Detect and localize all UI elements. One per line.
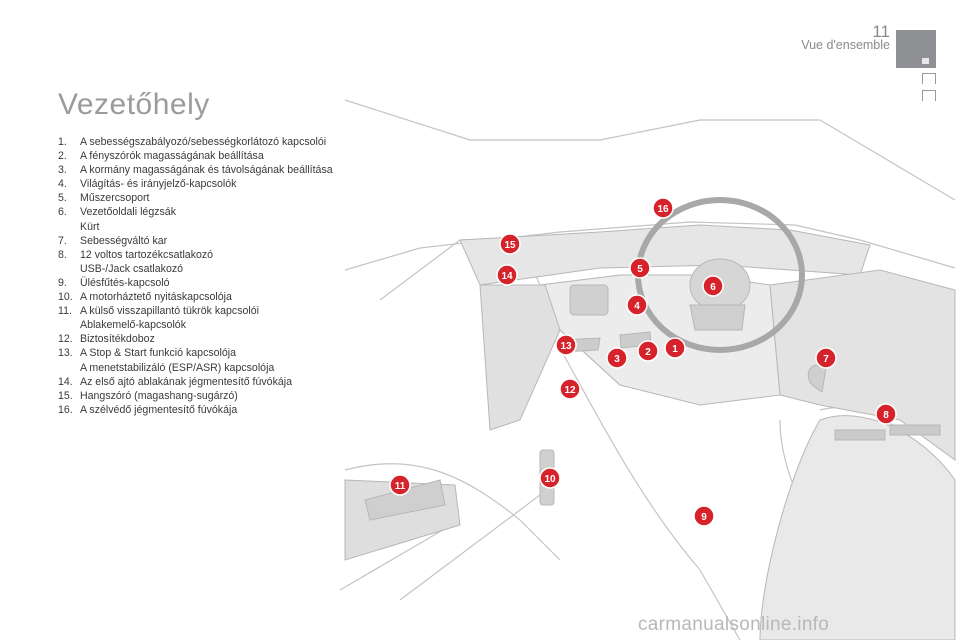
item-number: 8. [58, 248, 67, 261]
callout-number: 4 [634, 301, 640, 312]
item-number: 12. [58, 333, 73, 346]
callout-number: 13 [560, 341, 572, 352]
chapter-tab-active[interactable] [896, 30, 936, 68]
list-item: 9. Ülésfűtés-kapcsoló [58, 276, 333, 290]
list-item: 2. A fényszórók magasságának beállítása [58, 149, 333, 163]
item-number: 5. [58, 192, 67, 205]
dashboard-fills [344, 197, 956, 640]
item-text: Az első ajtó ablakának jégmentesítő fúvó… [80, 375, 293, 388]
callout-16: 16 [652, 197, 674, 219]
item-text: Sebességváltó kar [80, 234, 168, 247]
item-text: A külső visszapillantó tükrök kapcsolói [80, 305, 260, 318]
callout-number: 7 [823, 354, 829, 365]
item-number: 9. [58, 276, 67, 289]
callout-13: 13 [555, 334, 577, 356]
callout-14: 14 [496, 264, 518, 286]
callout-15: 15 [499, 233, 521, 255]
callout-number: 11 [395, 481, 406, 492]
item-number: 11. [58, 305, 72, 318]
item-number: 4. [58, 178, 67, 191]
callout-number: 8 [883, 410, 889, 421]
item-number: 10. [58, 291, 73, 304]
list-item: 14. Az első ajtó ablakának jégmentesítő f… [58, 375, 333, 389]
list-item: 4. Világítás- és irányjelző-kapcsolók [58, 177, 333, 191]
item-number: 1. [58, 136, 67, 148]
item-number: 16. [58, 403, 73, 416]
item-text: Ülésfűtés-kapcsoló [80, 276, 170, 289]
chapter-tab[interactable] [922, 90, 936, 101]
list-item: 11. A külső visszapillantó tükrök kapcsol… [58, 304, 333, 332]
item-text: A kormány magasságának és távolságának b… [80, 164, 333, 177]
callout-10: 10 [539, 467, 561, 489]
page-title: Vezetőhely [58, 88, 210, 121]
callout-number: 5 [637, 264, 643, 275]
item-text: A Stop & Start funkció kapcsolója [80, 347, 237, 360]
list-item: 7. Sebességváltó kar [58, 234, 333, 248]
chapter-tab[interactable] [922, 73, 936, 84]
callout-number: 14 [501, 271, 513, 282]
callout-number: 12 [564, 385, 576, 396]
callout-4: 4 [626, 294, 648, 316]
item-number: 13. [58, 347, 73, 360]
callout-9: 9 [693, 505, 715, 527]
callout-number: 3 [614, 354, 620, 365]
section-title: Vue d'ensemble [801, 38, 890, 52]
callout-number: 9 [701, 512, 707, 523]
item-number: 3. [58, 164, 67, 177]
item-text: A szélvédő jégmentesítő fúvókája [80, 403, 238, 416]
item-text: Vezetőoldali légzsák [80, 206, 176, 219]
item-text: Biztosítékdoboz [80, 333, 155, 346]
item-text: Műszercsoport [80, 192, 150, 205]
callout-8: 8 [875, 403, 897, 425]
callout-number: 1 [672, 344, 678, 355]
callout-number: 6 [710, 282, 716, 293]
cockpit-illustration: 1 2 3 4 5 6 7 8 9 10 11 12 [339, 99, 956, 640]
item-text: Hangszóró (magashang-sugárzó) [80, 389, 238, 402]
callout-5: 5 [629, 257, 651, 279]
callout-number: 16 [657, 204, 669, 215]
item-text: A fényszórók magasságának beállítása [80, 150, 264, 163]
callout-2: 2 [637, 340, 659, 362]
item-subtext: A menetstabilizáló (ESP/ASR) kapcsolója [80, 361, 275, 374]
item-text: Világítás- és irányjelző-kapcsolók [80, 178, 237, 191]
watermark: carmanualsonline.info [638, 614, 830, 635]
page-number: 11 [872, 22, 890, 41]
item-subtext: Ablakemelő-kapcsolók [80, 319, 186, 332]
legend-list: 1. A sebességszabályozó/sebességkorlátozó… [58, 135, 333, 417]
list-item: 10. A motorháztető nyitáskapcsolója [58, 290, 333, 304]
list-item: 12. Biztosítékdoboz [58, 332, 333, 346]
list-item: 5. Műszercsoport [58, 191, 333, 205]
callout-6: 6 [702, 275, 724, 297]
item-text: A motorháztető nyitáskapcsolója [80, 291, 232, 304]
list-item: 3. A kormány magasságának és távolságának… [58, 163, 333, 177]
item-text: A sebességszabályozó/sebességkorlátozó k… [80, 136, 327, 148]
list-item: 16. A szélvédő jégmentesítő fúvókája [58, 403, 333, 417]
item-number: 7. [58, 234, 67, 247]
callout-11: 11 [389, 474, 411, 496]
callout-number: 15 [504, 240, 516, 251]
item-number: 14. [58, 375, 73, 388]
callout-7: 7 [815, 347, 837, 369]
item-text: 12 voltos tartozékcsatlakozó [80, 248, 214, 261]
item-number: 6. [58, 206, 67, 219]
callout-number: 2 [645, 347, 651, 358]
callout-12: 12 [559, 378, 581, 400]
item-subtext: Kürt [80, 220, 100, 233]
list-item: 15. Hangszóró (magashang-sugárzó) [58, 389, 333, 403]
list-item: 1. A sebességszabályozó/sebességkorlátozó… [58, 135, 333, 149]
item-number: 2. [58, 150, 67, 163]
item-subtext: USB-/Jack csatlakozó [80, 262, 184, 275]
tab-marker-icon [922, 58, 929, 64]
callout-number: 10 [544, 474, 556, 485]
item-number: 15. [58, 389, 73, 402]
callout-3: 3 [606, 347, 628, 369]
callout-1: 1 [664, 337, 686, 359]
